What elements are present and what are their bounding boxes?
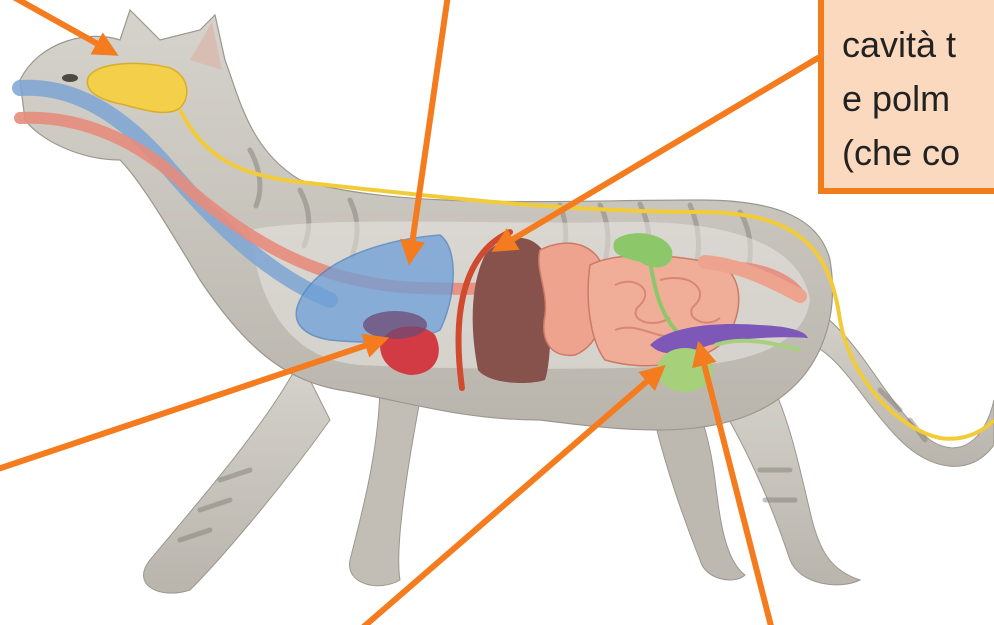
label-line-2: e polm <box>842 72 994 126</box>
label-line-3: (che co <box>842 126 994 180</box>
cat-front-leg-far <box>350 380 420 586</box>
arrow-heart <box>0 340 382 470</box>
label-line-1: cavità t <box>842 18 994 72</box>
heart-upper <box>363 311 427 339</box>
cat-eye <box>62 74 78 82</box>
label-box: cavità t e polm (che co <box>818 0 994 194</box>
cat-tail <box>800 300 994 466</box>
